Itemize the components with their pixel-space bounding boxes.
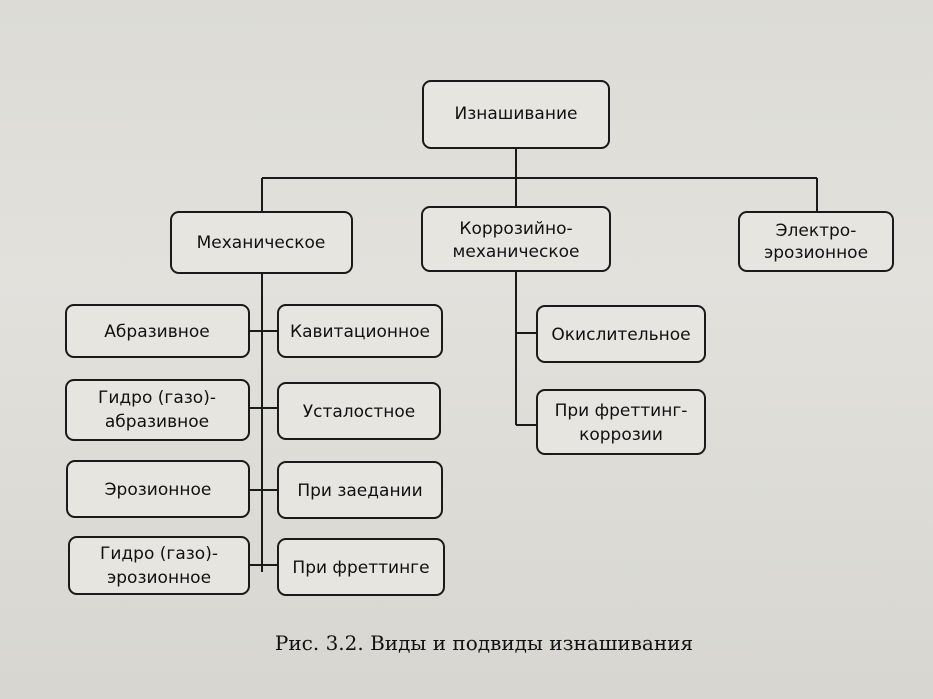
node-root-label: Изнашивание <box>455 104 578 124</box>
node-abrasive-label: Абразивное <box>104 322 209 342</box>
node-corrosion-mechanical: Коррозийно- механическое <box>421 206 611 272</box>
node-cavitation: Кавитационное <box>277 304 443 358</box>
node-fretting: При фреттинге <box>277 538 445 596</box>
figure-caption: Рис. 3.2. Виды и подвиды изнашивания <box>275 631 693 655</box>
node-fatigue-label: Усталостное <box>303 402 416 422</box>
node-erosive: Эрозионное <box>66 460 250 518</box>
node-mechanical: Механическое <box>170 211 353 274</box>
node-erosive-label: Эрозионное <box>105 480 212 500</box>
node-hydro-abrasive: Гидро (газо)- абразивное <box>65 379 250 441</box>
node-hydro-erosive-line1: Гидро (газо)- <box>100 544 218 564</box>
connectors <box>249 148 818 572</box>
node-electro-line1: Электро- <box>776 221 857 241</box>
node-electro-line2: эрозионное <box>764 243 868 263</box>
node-seizure-label: При заедании <box>297 481 422 501</box>
node-hydro-abrasive-line2: абразивное <box>105 412 209 432</box>
node-oxidative-label: Окислительное <box>551 325 690 345</box>
node-mechanical-label: Механическое <box>197 233 326 253</box>
node-cavitation-label: Кавитационное <box>290 322 430 342</box>
node-electro-erosive: Электро- эрозионное <box>738 211 894 272</box>
node-fretting-corrosion-line2: коррозии <box>579 425 663 445</box>
node-fretting-label: При фреттинге <box>292 558 429 578</box>
node-abrasive: Абразивное <box>65 304 250 358</box>
node-hydro-erosive: Гидро (газо)- эрозионное <box>68 536 250 595</box>
node-hydro-abrasive-line1: Гидро (газо)- <box>98 388 216 408</box>
node-root: Изнашивание <box>422 80 610 149</box>
node-fatigue: Усталостное <box>277 382 441 440</box>
node-corrosion-line2: механическое <box>453 242 580 262</box>
node-corrosion-line1: Коррозийно- <box>459 219 572 239</box>
node-fretting-corrosion: При фреттинг- коррозии <box>536 389 706 455</box>
node-oxidative: Окислительное <box>536 305 706 363</box>
node-hydro-erosive-line2: эрозионное <box>107 568 211 588</box>
node-fretting-corrosion-line1: При фреттинг- <box>555 401 688 421</box>
node-seizure: При заедании <box>277 461 443 519</box>
